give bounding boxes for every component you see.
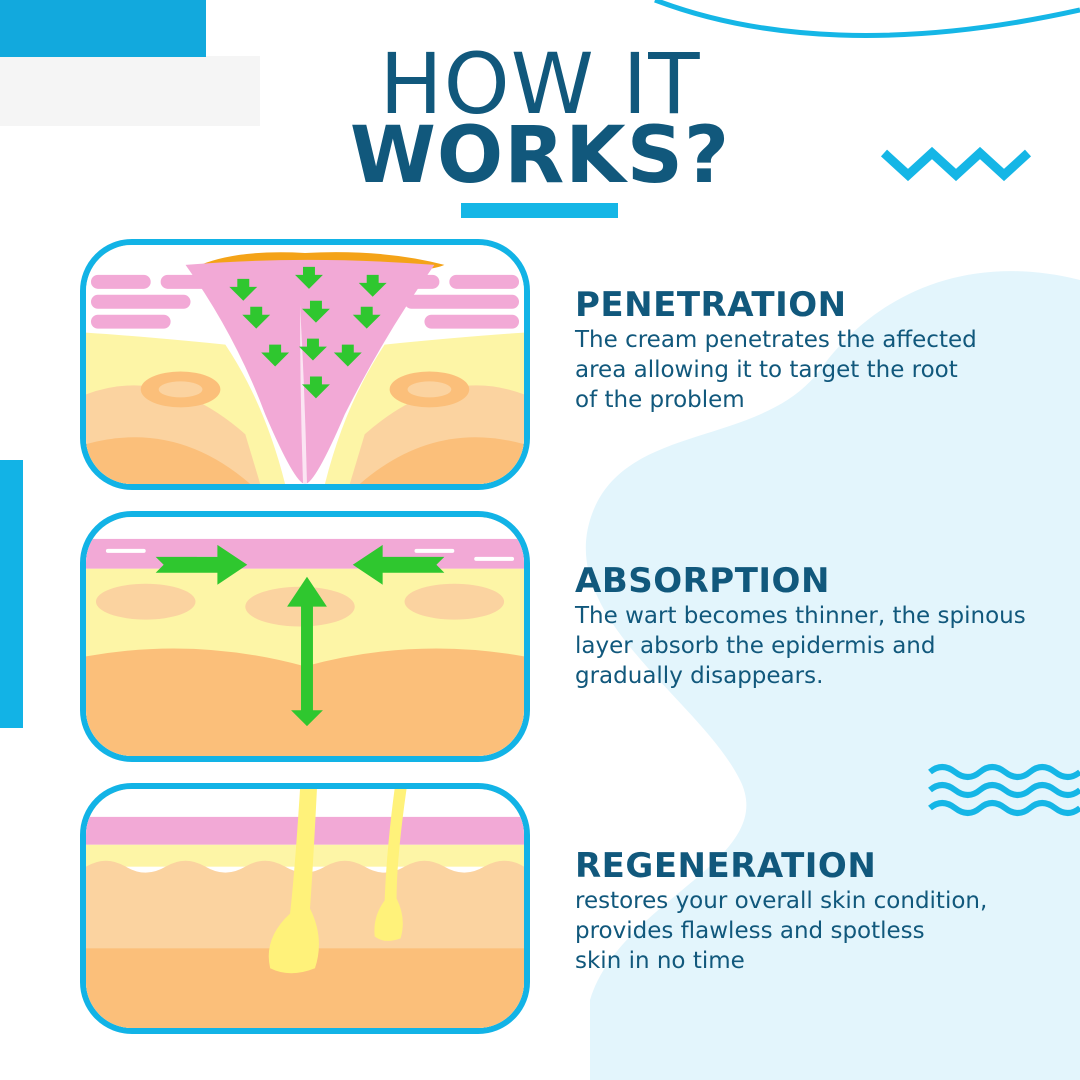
- page-title-line1: HOW IT: [379, 35, 701, 133]
- step-description-penetration: The cream penetrates the affected area a…: [575, 327, 977, 413]
- left-bar: [0, 460, 23, 728]
- zigzag-icon: [880, 146, 1032, 182]
- step-description-regeneration: restores your overall skin condition, pr…: [575, 888, 988, 974]
- wave-icon: [928, 764, 1080, 816]
- step-title-penetration: PENETRATION: [575, 285, 847, 325]
- corner-bar: [0, 0, 206, 57]
- page-title-line2: WORKS?: [349, 111, 731, 201]
- step-title-absorption: ABSORPTION: [575, 561, 830, 601]
- penetration-illustration: [80, 239, 530, 490]
- up-arrow-icon: [287, 576, 327, 727]
- down-arrow-icon: [229, 266, 387, 399]
- step-title-regeneration: REGENERATION: [575, 846, 877, 886]
- step-description-absorption: The wart becomes thinner, the spinous la…: [575, 603, 1026, 689]
- regeneration-illustration: [80, 783, 530, 1034]
- background-blob: [585, 271, 1080, 1080]
- left-arrow-icon: [352, 544, 445, 585]
- right-arrow-icon: [155, 544, 248, 585]
- absorption-illustration: [80, 511, 530, 762]
- title-underline: [461, 203, 618, 218]
- top-curve-line: [654, 0, 1080, 38]
